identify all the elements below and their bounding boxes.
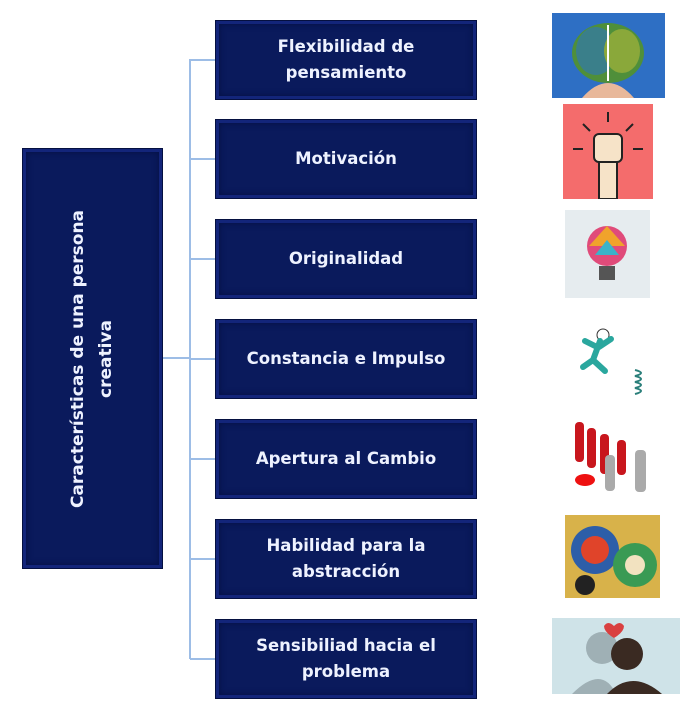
embracing-people-icon: [552, 618, 680, 694]
root-box: Características de una persona creativa: [22, 148, 163, 569]
item-label: Motivación: [295, 149, 397, 168]
item-label: Habilidad para la abstracción: [266, 536, 426, 581]
item-label: Originalidad: [288, 249, 404, 268]
brain-icon: [552, 13, 665, 98]
connector-root: [163, 357, 190, 359]
root-title-line2: creativa: [96, 319, 117, 398]
raised-fist-icon: [563, 104, 653, 199]
red-figures-paint-icon: [575, 422, 646, 492]
item-box: Habilidad para la abstracción: [215, 519, 477, 599]
jumping-figure-spring-icon: [580, 328, 642, 395]
item-box: Constancia e Impulso: [215, 319, 477, 399]
connector-branch: [190, 458, 215, 460]
item-label: Sensibiliad hacia el problema: [256, 636, 436, 681]
connector-branch: [190, 358, 215, 360]
lightbulb-icon: [565, 210, 650, 298]
root-title-line1: Características de una persona: [68, 209, 89, 508]
connector-branch: [190, 158, 215, 160]
item-label: Constancia e Impulso: [246, 349, 446, 368]
connector-branch: [190, 558, 215, 560]
item-label: Flexibilidad de pensamiento: [277, 37, 415, 82]
item-box: Flexibilidad de pensamiento: [215, 20, 477, 100]
connector-branch: [190, 59, 215, 61]
item-box: Originalidad: [215, 219, 477, 299]
item-box: Motivación: [215, 119, 477, 199]
connector-branch: [190, 258, 215, 260]
item-box: Apertura al Cambio: [215, 419, 477, 499]
item-box: Sensibiliad hacia el problema: [215, 619, 477, 699]
connector-branch: [190, 658, 215, 660]
item-label: Apertura al Cambio: [255, 449, 437, 468]
abstract-art-icon: [565, 515, 660, 598]
